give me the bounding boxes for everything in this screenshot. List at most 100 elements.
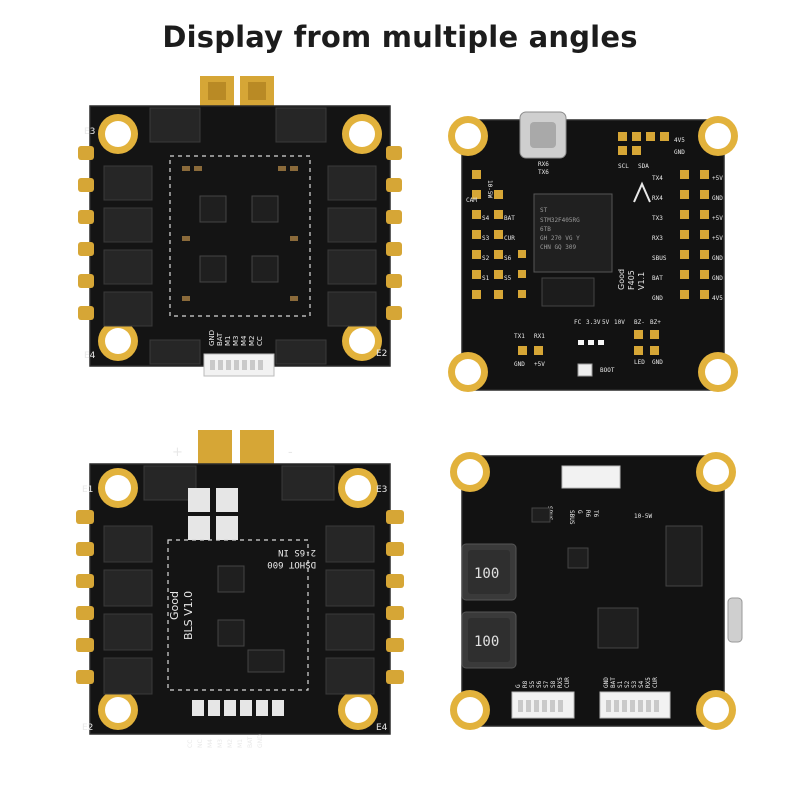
pad-label: BAT <box>504 215 515 222</box>
pad-label: BZ+ <box>650 319 661 326</box>
boot-label: BOOT <box>600 367 615 374</box>
fc-bottom-board-photo: SBUS 100 100 SBUS G R6 T6 10-5W G R8 S5 … <box>438 448 748 738</box>
pad-label: S1 <box>617 680 624 688</box>
mcu-marking: 6TB <box>540 226 551 233</box>
connector-label: NC <box>197 739 204 748</box>
fc-label: 10V <box>614 319 625 326</box>
pad-label: GND <box>603 677 610 688</box>
pad-label: TX1 <box>514 333 525 340</box>
motor-label: CC <box>256 336 264 346</box>
pad-label: BAT <box>610 677 617 688</box>
pad-label: S4 <box>638 680 645 688</box>
pad-label: 10-5W <box>634 513 652 520</box>
pad-label: GND <box>514 361 525 368</box>
pad-label: T6 <box>592 510 599 518</box>
pad-label: LED <box>634 359 645 366</box>
mcu-marking: STM32F405RG <box>540 217 580 224</box>
pad-label: GND <box>652 359 663 366</box>
fc-label: 3.3V <box>586 319 601 326</box>
pad-label: 4V5 <box>712 295 723 302</box>
pad-label: S2 <box>624 680 631 688</box>
pad-label: SCL <box>618 163 629 170</box>
mcu-marking: CHN GQ 309 <box>540 244 577 251</box>
pad-label: GND <box>652 295 663 302</box>
pad-label: S4 <box>482 215 490 222</box>
pad-label: S5 <box>529 680 536 688</box>
pad-label: S6 <box>536 680 543 688</box>
usb-label: RX6 <box>538 161 549 168</box>
pad-label: TX3 <box>652 215 663 222</box>
pad-label: RX3 <box>652 235 663 242</box>
spec-label: DSHOT 600 <box>267 559 316 569</box>
model-label: Good <box>617 269 626 290</box>
pad-label: G <box>576 510 583 514</box>
esc-corner-label: E3 <box>376 485 387 495</box>
connector-label: M3 <box>217 739 224 748</box>
mcu-marking: GH 270 VG Y <box>540 235 580 242</box>
esc-corner-label: E2 <box>82 723 93 733</box>
connector-label: M2 <box>227 739 234 748</box>
pad-label: RX5 <box>557 677 564 688</box>
pad-label: SBUS <box>652 255 667 262</box>
model-label: Good <box>168 591 181 620</box>
pad-label: SBUS <box>568 510 575 525</box>
fc-label: FC <box>574 319 582 326</box>
pad-label: GND <box>712 195 723 202</box>
model-label: BLS V1.0 <box>182 591 195 640</box>
inductor-marking: 100 <box>474 634 499 650</box>
usb-label: TX6 <box>538 169 549 176</box>
connector-label: GND <box>257 734 264 748</box>
pad-label: S3 <box>631 680 638 688</box>
esc-corner-label: E4 <box>84 351 96 361</box>
page-title: Display from multiple angles <box>162 20 638 54</box>
esc-corner-label: E3 <box>84 127 95 137</box>
pad-label: RX1 <box>534 333 545 340</box>
pad-label: S3 <box>482 235 490 242</box>
pad-label: SDA <box>638 163 649 170</box>
esc-bottom-board-photo: + - 2-6S IN DSHOT 600 <box>68 430 408 760</box>
pad-label: 10-5W <box>486 180 493 198</box>
pad-label: S2 <box>482 255 490 262</box>
pad-label: CUR <box>652 677 659 688</box>
pad-label: S5 <box>504 275 512 282</box>
inductor-marking: 100 <box>474 566 499 582</box>
pad-label: +5V <box>712 215 723 222</box>
fc-top-board-photo: ST STM32F405RG 6TB GH 270 VG Y CHN GQ 30… <box>438 110 748 400</box>
esc-corner-label: E4 <box>376 723 388 733</box>
pad-label: R6 <box>584 510 591 518</box>
motor-label: GND <box>208 330 216 346</box>
esc-corner-label: E2 <box>376 349 387 359</box>
pad-label: +5V <box>712 235 723 242</box>
pad-label: CUR <box>504 235 515 242</box>
polarity-plus: + <box>172 445 183 460</box>
pad-label: RX5 <box>645 677 652 688</box>
motor-label: M4 <box>240 335 248 346</box>
pad-label: CAM <box>466 197 477 204</box>
fc-label: 5V <box>602 319 610 326</box>
esc-corner-label: E1 <box>82 485 93 495</box>
pad-label: S1 <box>482 275 490 282</box>
pad-label: R8 <box>522 680 529 688</box>
pad-label: GND <box>712 255 723 262</box>
pad-label: RX4 <box>652 195 663 202</box>
spec-label: 2-6S IN <box>278 547 316 557</box>
connector-label: CC <box>187 740 194 748</box>
connector-label: BAT <box>247 736 254 748</box>
motor-label: M2 <box>248 336 256 347</box>
mcu-brand: ST <box>540 207 548 214</box>
pad-label: G <box>515 684 522 688</box>
pad-label: BZ- <box>634 319 645 326</box>
pad-label: S7 <box>543 680 550 688</box>
model-label: F405 <box>627 270 636 290</box>
pad-label: +5V <box>534 361 545 368</box>
pad-label: TX4 <box>652 175 663 182</box>
polarity-minus: - <box>288 445 293 460</box>
motor-label: M3 <box>232 336 240 347</box>
pad-label: BAT <box>652 275 663 282</box>
pad-label: GND <box>674 149 685 156</box>
connector-label: M1 <box>237 739 244 748</box>
connector-label: M4 <box>207 739 214 748</box>
pad-label: +5V <box>712 175 723 182</box>
pad-label: S6 <box>504 255 512 262</box>
pad-label: S8 <box>550 680 557 688</box>
